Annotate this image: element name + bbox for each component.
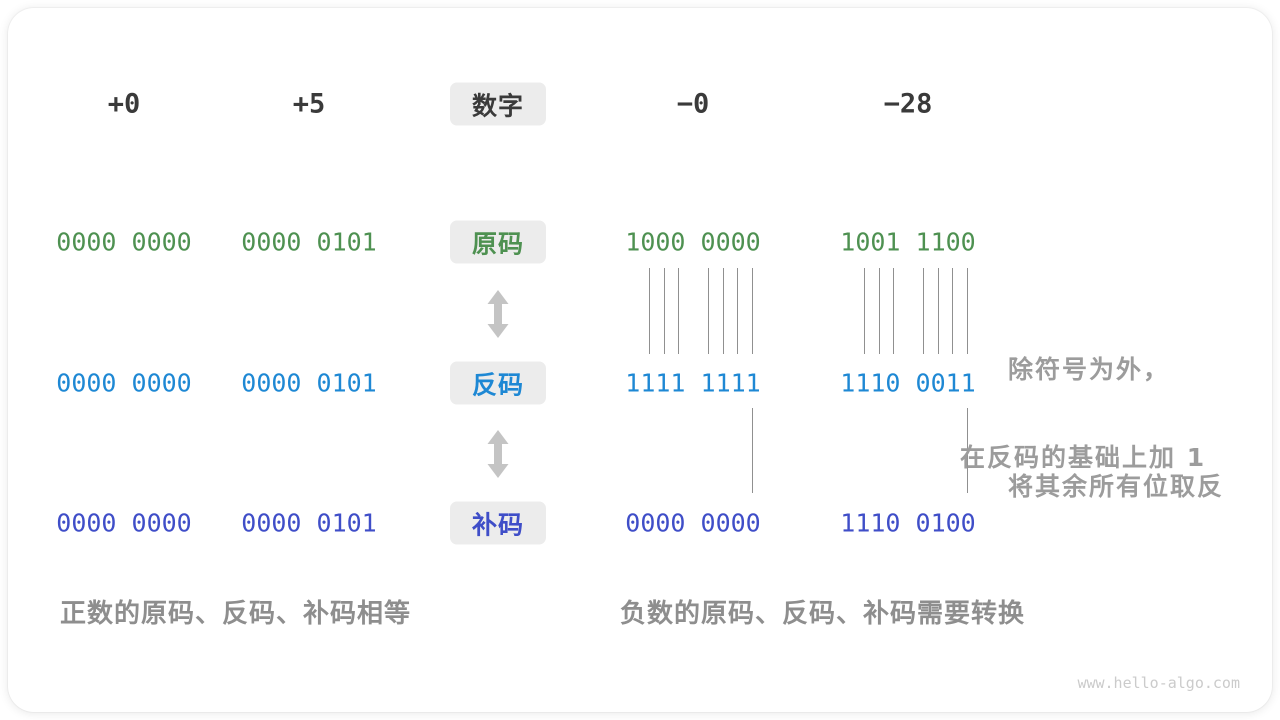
bit-line — [737, 268, 739, 354]
bit-line — [937, 268, 939, 354]
number-badge: 数字 — [450, 82, 546, 126]
invert-annotation: 除符号为外， 将其余所有位取反 — [1008, 272, 1224, 584]
bit-line — [967, 268, 968, 354]
bit-line — [878, 268, 880, 354]
binary-sign-magnitude-neg-twentyeight: 1001 1100 — [840, 227, 976, 257]
watermark: www.hello-algo.com — [1077, 674, 1240, 692]
bit-line — [678, 268, 680, 354]
binary-sign-magnitude-neg-zero: 1000 0000 — [625, 227, 761, 257]
invert-annotation-line2: 将其余所有位取反 — [1008, 472, 1225, 501]
bit-line — [722, 268, 724, 354]
ones-complement-badge: 反码 — [450, 361, 546, 405]
positive-caption: 正数的原码、反码、补码相等 — [60, 599, 412, 629]
binary-ones-complement-neg-zero: 1111 1111 — [625, 368, 761, 398]
number-label-pos-five: +5 — [292, 88, 326, 120]
bit-line — [648, 268, 650, 354]
number-label-neg-twentyeight: −28 — [883, 88, 933, 120]
bit-line — [663, 268, 665, 354]
updown-arrow-icon — [487, 290, 509, 338]
number-label-neg-zero: −0 — [676, 88, 710, 120]
bit-line — [707, 268, 709, 354]
bit-line — [952, 268, 954, 354]
binary-twos-complement-neg-twentyeight: 1110 0100 — [840, 508, 976, 538]
negative-caption: 负数的原码、反码、补码需要转换 — [620, 599, 1026, 629]
bit-line — [863, 268, 865, 354]
binary-twos-complement-pos-zero: 0000 0000 — [56, 508, 192, 538]
binary-ones-complement-pos-five: 0000 0101 — [241, 368, 377, 398]
binary-twos-complement-neg-zero: 0000 0000 — [625, 508, 761, 538]
binary-sign-magnitude-pos-zero: 0000 0000 — [56, 227, 192, 257]
twos-complement-badge: 补码 — [450, 501, 546, 545]
binary-sign-magnitude-pos-five: 0000 0101 — [241, 227, 377, 257]
binary-twos-complement-pos-five: 0000 0101 — [241, 508, 377, 538]
bit-line — [922, 268, 924, 354]
updown-arrow-icon — [487, 430, 509, 478]
add-one-annotation: 在反码的基础上加 1 — [960, 443, 1207, 472]
sign-magnitude-badge: 原码 — [450, 220, 546, 264]
binary-ones-complement-neg-twentyeight: 1110 0011 — [840, 368, 976, 398]
bit-line — [893, 268, 895, 354]
number-label-pos-zero: +0 — [107, 88, 141, 120]
figure-card: +0 +5 −0 −28 数字 0000 0000 0000 0101 原码 1… — [8, 8, 1272, 712]
invert-annotation-line1: 除符号为外， — [1008, 355, 1171, 384]
add-one-line — [752, 408, 753, 493]
add-one-line — [967, 408, 968, 493]
binary-ones-complement-pos-zero: 0000 0000 — [56, 368, 192, 398]
bit-line — [752, 268, 753, 354]
